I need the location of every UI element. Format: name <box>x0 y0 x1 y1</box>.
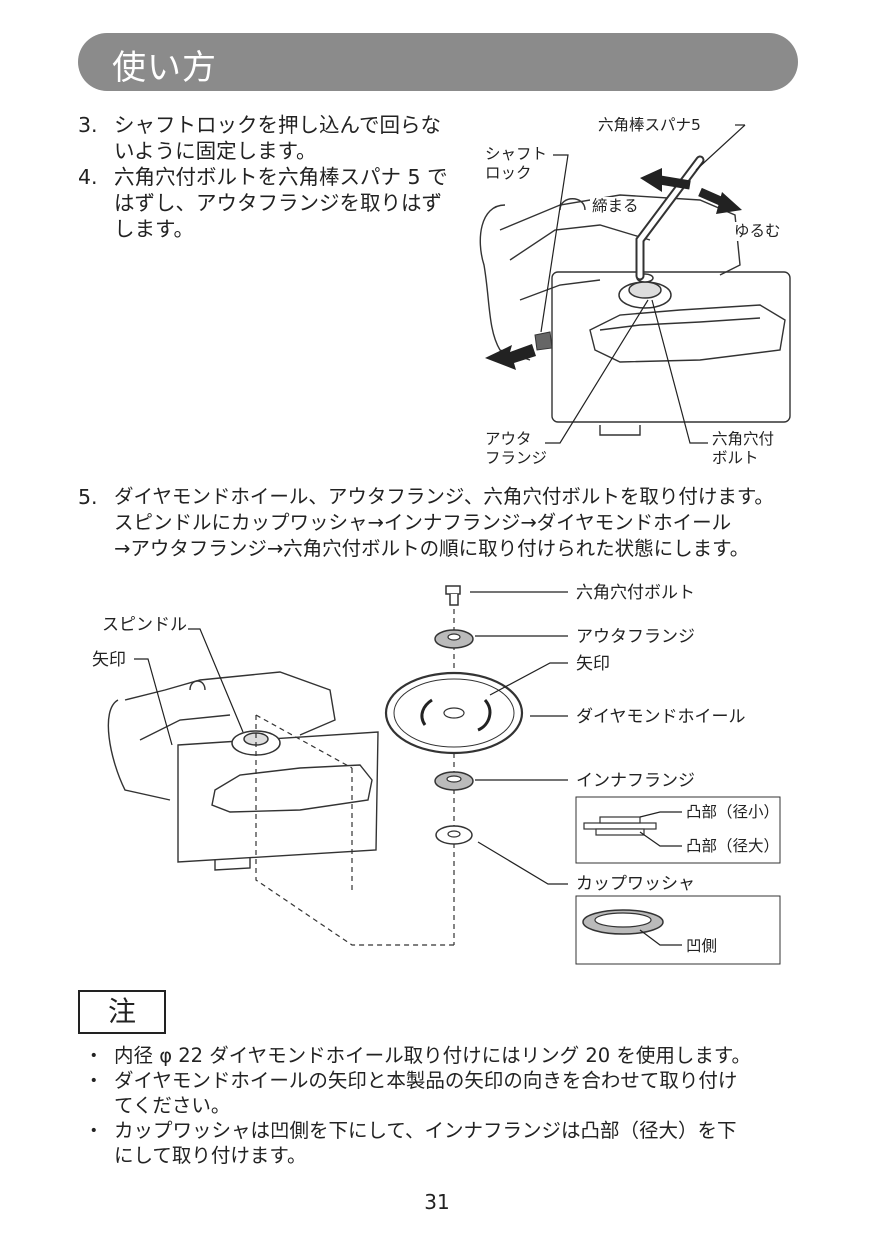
step-4-line-1: 六角穴付ボルトを六角棒スパナ 5 で <box>114 165 448 189</box>
note-item-2-line-1: ダイヤモンドホイールの矢印と本製品の矢印の向きを合わせて取り付け <box>114 1069 738 1092</box>
label-convex-large: 凸部（径大） <box>686 837 780 855</box>
label-outer-flange: アウタフランジ <box>576 627 695 647</box>
note-list: ・ 内径 φ 22 ダイヤモンドホイール取り付けにはリング 20 を使用します。… <box>84 1043 824 1168</box>
step-5-line-3: →アウタフランジ→六角穴付ボルトの順に取り付けられた状態にします。 <box>114 537 750 560</box>
label-arrow-left: 矢印 <box>92 650 126 670</box>
note-item-3-line-1: カップワッシャは凹側を下にして、インナフランジは凸部（径大）を下 <box>114 1119 737 1142</box>
note-heading: 注 <box>78 990 166 1034</box>
step-3-line-2: いように固定します。 <box>114 139 317 163</box>
label-shaft-lock-2: ロック <box>485 164 532 182</box>
label-hex-bolt-1: 六角穴付 <box>712 430 775 448</box>
label-diamond-wheel: ダイヤモンドホイール <box>576 707 746 727</box>
step-5-line-1: ダイヤモンドホイール、アウタフランジ、六角穴付ボルトを取り付けます。 <box>114 485 774 508</box>
note-bullet-3: ・ <box>84 1119 104 1142</box>
label-outer-flange-1: アウタ <box>485 430 532 448</box>
label-arrow-right: 矢印 <box>576 654 610 674</box>
label-concave-side: 凹側 <box>686 937 718 955</box>
page-number: 31 <box>424 1190 450 1214</box>
page-title: 使い方 <box>112 48 217 88</box>
step-5-line-2: スピンドルにカップワッシャ→インナフランジ→ダイヤモンドホイール <box>114 511 732 534</box>
label-hex-bolt: 六角穴付ボルト <box>576 583 695 603</box>
step-3-4: 3. シャフトロックを押し込んで回らな いように固定します。 4. 六角穴付ボル… <box>78 112 468 242</box>
note-item-3-line-2: にして取り付けます。 <box>114 1144 307 1167</box>
step-5-number: 5. <box>78 485 98 509</box>
step-4-line-2: はずし、アウタフランジを取りはず <box>114 191 442 215</box>
step-3-number: 3. <box>78 113 98 137</box>
step-3-line-1: シャフトロックを押し込んで回らな <box>114 113 441 137</box>
label-hex-bolt-2: ボルト <box>712 449 759 467</box>
label-loosen: ゆるむ <box>732 222 783 241</box>
label-tighten: 締まる <box>590 197 641 216</box>
note-item-1: 内径 φ 22 ダイヤモンドホイール取り付けにはリング 20 を使用します。 <box>114 1044 751 1067</box>
label-wrench: 六角棒スパナ5 <box>598 116 701 134</box>
step-4-number: 4. <box>78 165 98 189</box>
label-outer-flange-2: フランジ <box>485 449 548 467</box>
label-spindle: スピンドル <box>102 615 187 635</box>
header-bar <box>78 33 798 91</box>
note-bullet-1: ・ <box>84 1044 104 1067</box>
note-item-2-line-2: てください。 <box>114 1094 231 1117</box>
label-inner-flange: インナフランジ <box>576 771 695 791</box>
label-cup-washer: カップワッシャ <box>576 874 695 894</box>
label-convex-small: 凸部（径小） <box>686 803 780 821</box>
label-shaft-lock-1: シャフト <box>485 145 548 163</box>
step-4-line-3: します。 <box>114 217 194 241</box>
step-5: 5. ダイヤモンドホイール、アウタフランジ、六角穴付ボルトを取り付けます。 スピ… <box>78 484 808 564</box>
note-bullet-2: ・ <box>84 1069 104 1092</box>
